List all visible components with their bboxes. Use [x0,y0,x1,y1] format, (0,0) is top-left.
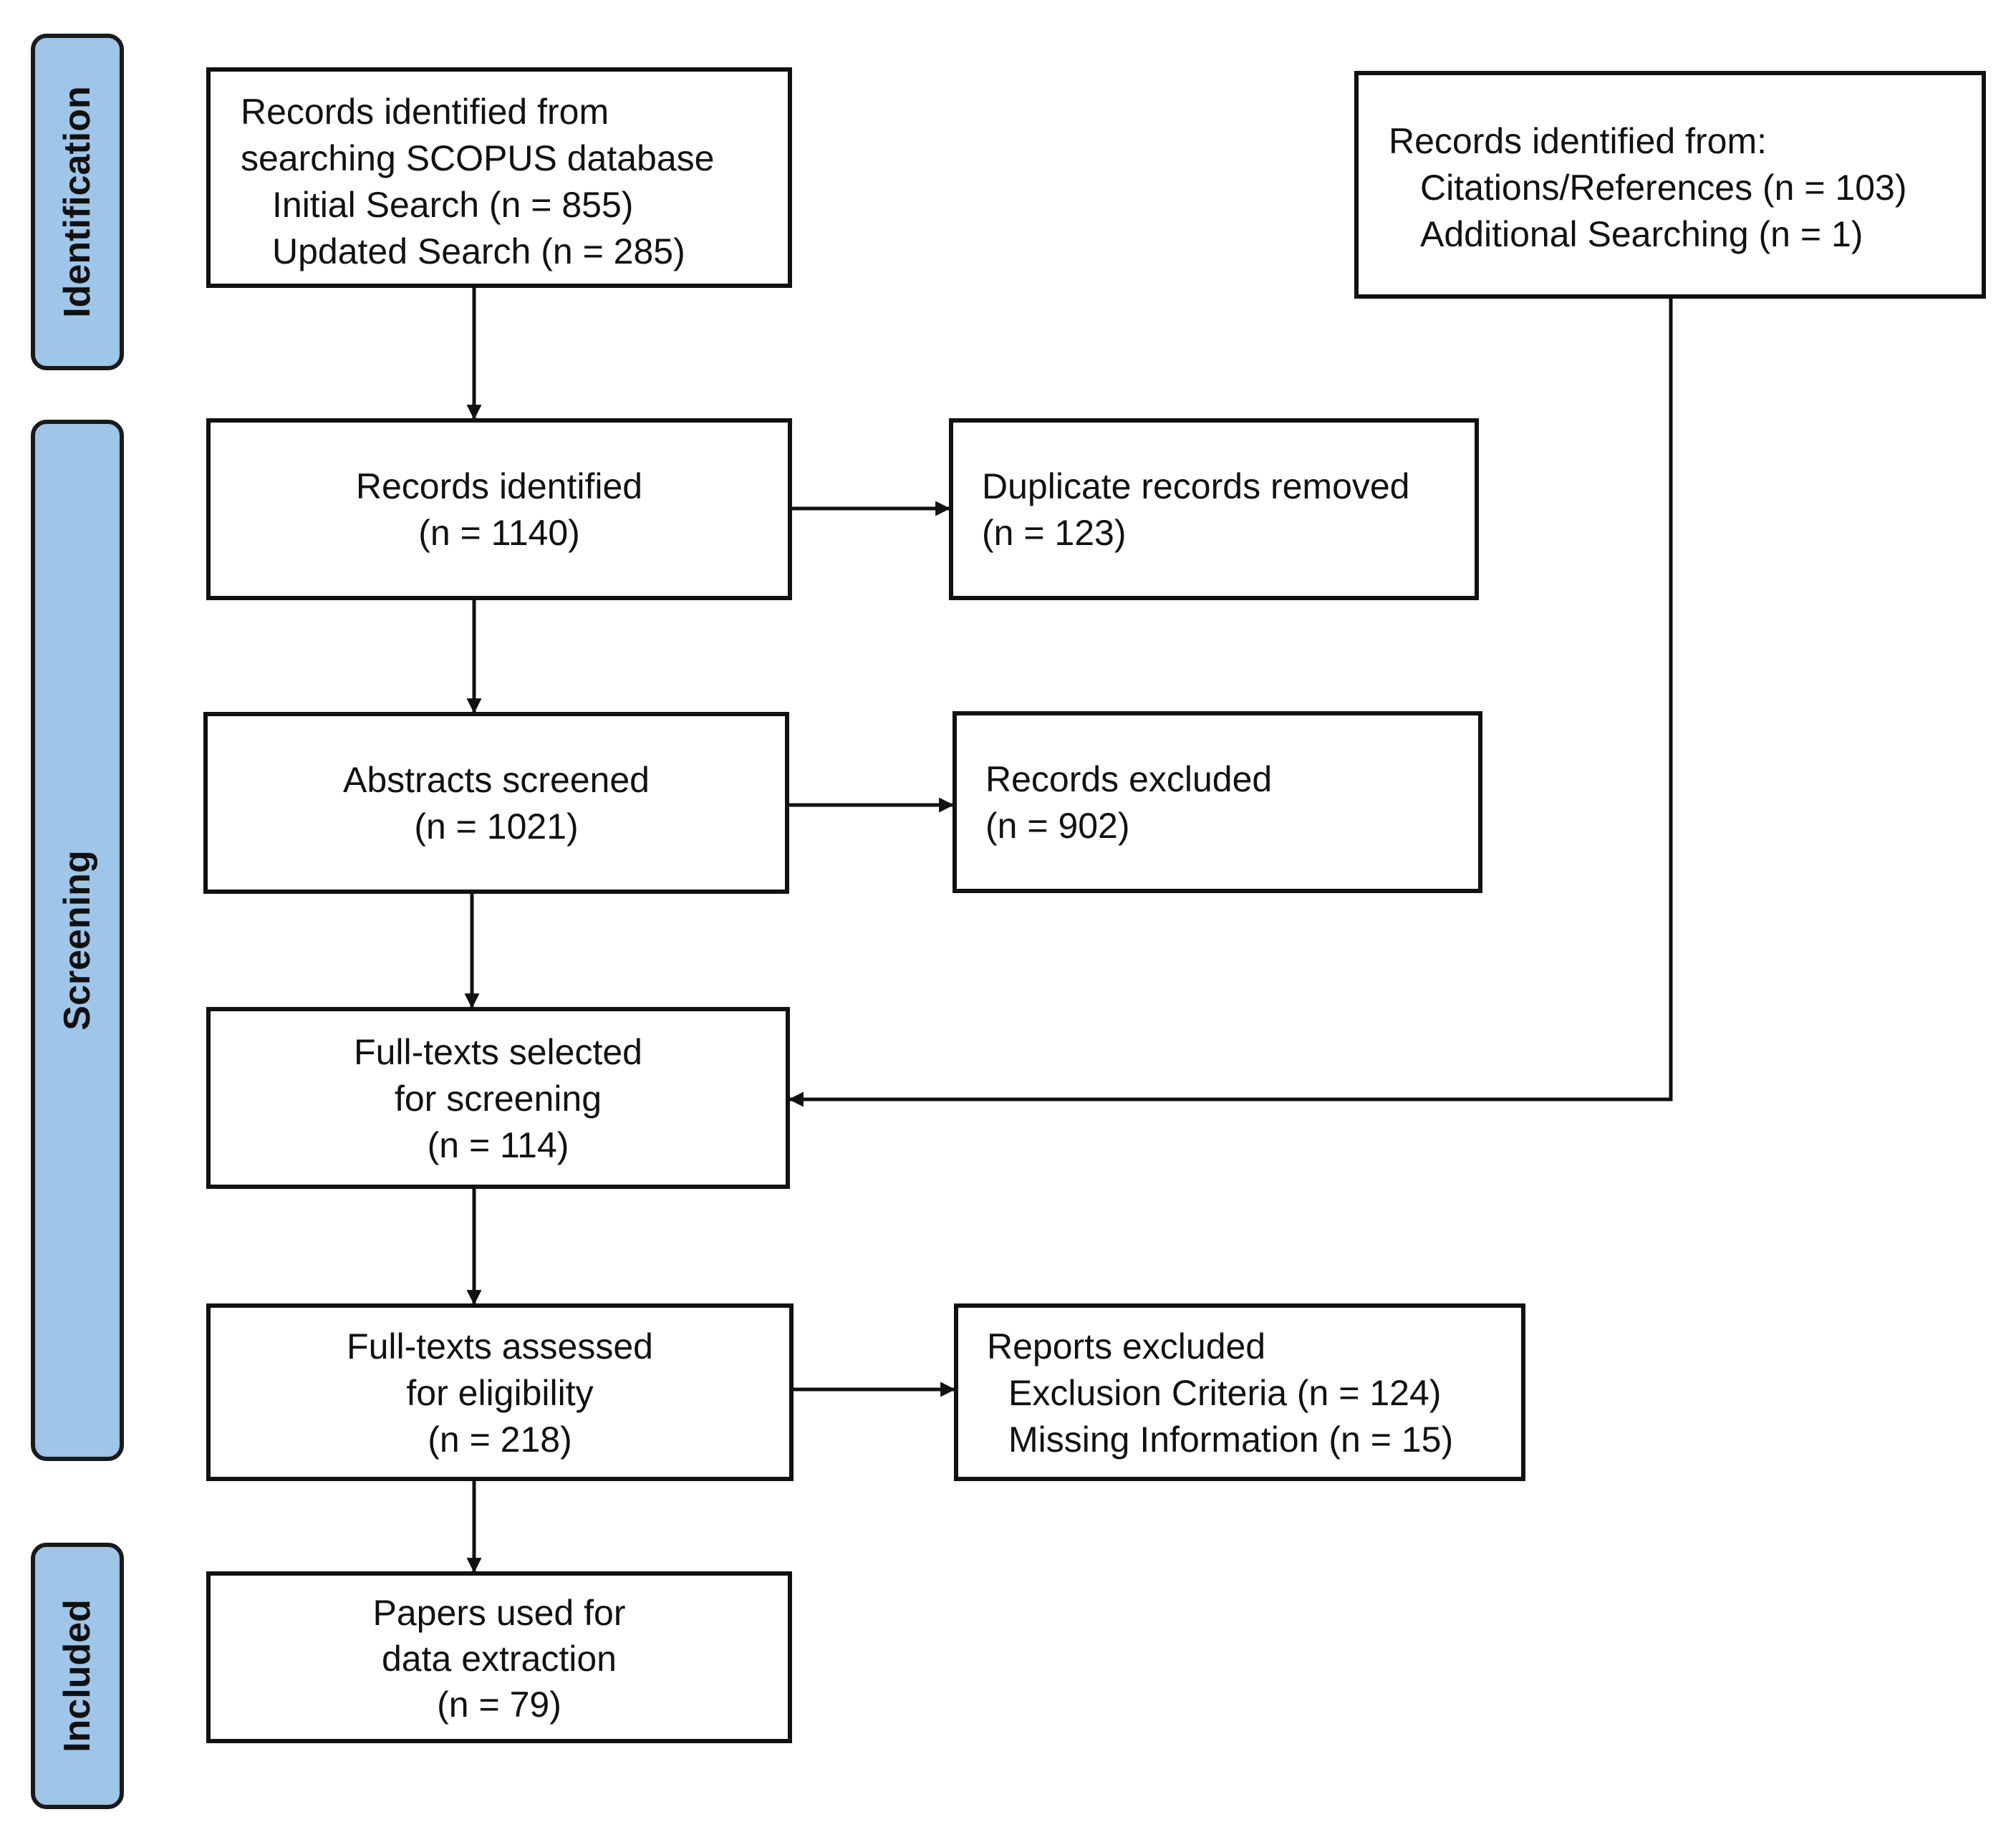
records-identified-label: Records identified [355,466,643,506]
duplicates-removed-box: Duplicate records removed (n = 123) [949,418,1479,600]
arrow-other-sources-to-fulltexts [788,299,1673,1107]
other-sources-additional: Additional Searching (n = 1) [1420,214,1863,254]
fulltexts-selected-line-2: for screening [394,1079,602,1119]
reports-excluded-missing: Missing Information (n = 15) [1008,1419,1454,1460]
records-excluded-box: Records excluded (n = 902) [952,711,1482,893]
phase-screening-label: Screening [57,850,98,1031]
abstracts-screened-count: (n = 1021) [414,806,579,847]
scopus-title-line-1: Records identified from [241,92,609,132]
records-excluded-count: (n = 902) [985,806,1130,846]
phase-screening: Screening [31,420,124,1461]
other-sources-citations: Citations/References (n = 103) [1420,168,1907,208]
papers-used-count: (n = 79) [437,1684,561,1725]
other-sources-title: Records identified from: [1389,121,1767,161]
papers-used-line-2: data extraction [382,1639,617,1679]
phase-identification: Identification [31,34,124,370]
phase-included-label: Included [57,1599,98,1753]
duplicates-removed-count: (n = 123) [982,513,1127,553]
phase-included: Included [31,1543,124,1809]
fulltexts-assessed-line-1: Full-texts assessed [347,1326,653,1366]
papers-used-line-1: Papers used for [372,1593,626,1633]
records-identified-box: Records identified (n = 1140) [206,418,792,600]
phase-identification-label: Identification [57,86,98,318]
abstracts-screened-label: Abstracts screened [343,760,650,800]
abstracts-screened-box: Abstracts screened (n = 1021) [203,712,789,894]
fulltexts-selected-line-1: Full-texts selected [354,1032,642,1072]
scopus-records-box: Records identified from searching SCOPUS… [206,67,792,288]
reports-excluded-box: Reports excluded Exclusion Criteria (n =… [954,1303,1525,1481]
records-excluded-label: Records excluded [985,759,1273,799]
records-identified-count: (n = 1140) [418,513,580,553]
scopus-initial-search: Initial Search (n = 855) [272,185,634,225]
papers-used-box: Papers used for data extraction (n = 79) [206,1571,792,1743]
reports-excluded-title: Reports excluded [987,1326,1266,1366]
fulltexts-assessed-box: Full-texts assessed for eligibility (n =… [206,1303,794,1481]
fulltexts-assessed-count: (n = 218) [428,1419,572,1460]
scopus-title-line-2: searching SCOPUS database [241,138,715,178]
fulltexts-assessed-line-2: for eligibility [406,1373,594,1413]
scopus-updated-search: Updated Search (n = 285) [272,231,685,271]
fulltexts-selected-count: (n = 114) [427,1125,569,1165]
other-sources-box: Records identified from: Citations/Refer… [1354,71,1986,299]
reports-excluded-criteria: Exclusion Criteria (n = 124) [1008,1373,1442,1413]
duplicates-removed-label: Duplicate records removed [982,466,1410,506]
fulltexts-selected-box: Full-texts selected for screening (n = 1… [206,1007,790,1189]
